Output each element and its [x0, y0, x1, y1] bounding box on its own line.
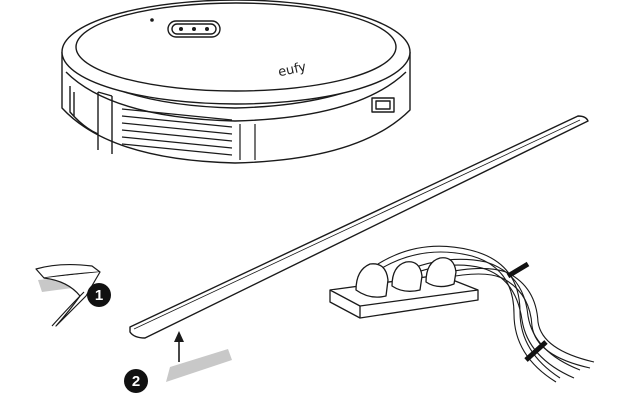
power-strip: [329, 257, 479, 319]
wifi-indicator-icon: [150, 18, 154, 22]
boundary-strip: [129, 115, 589, 339]
robot-control-buttons: [150, 18, 221, 38]
step-1-number: 1: [95, 287, 103, 304]
robot-brand-logo: eufy: [277, 60, 308, 81]
robot-side-port: [371, 97, 395, 113]
robot-side-vents: [121, 108, 256, 160]
attach-arrow-icon: [174, 331, 184, 362]
adhesive-tape-peel: [35, 263, 101, 327]
step-2-badge: 2: [124, 369, 148, 393]
cable-ties: [506, 261, 548, 362]
step-1-badge: 1: [87, 283, 111, 307]
robot-top-cover: [61, 0, 411, 105]
robot-vacuum: [61, 0, 411, 164]
step-2-number: 2: [132, 373, 140, 390]
robot-bumper-line: [65, 71, 407, 122]
adhesive-tape-strip: [166, 349, 232, 382]
robot-top-inner-ring: [75, 2, 397, 92]
